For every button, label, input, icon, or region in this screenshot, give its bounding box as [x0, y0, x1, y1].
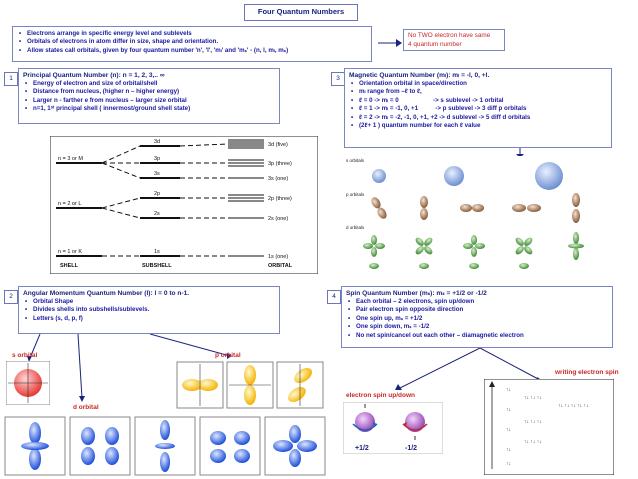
- spin-header: Spin Quantum Number (mₛ): mₛ = +1/2 or -…: [346, 290, 487, 297]
- p-orbital-images: [176, 361, 324, 409]
- magnetic-item: ℓ = 0 -> mₗ = 0 -> s sublevel -> 1 orbit…: [351, 97, 607, 106]
- page-title: Four Quantum Numbers: [244, 4, 358, 21]
- principal-item: Distance from nucleus, (higher n – highe…: [25, 88, 275, 97]
- arrow-right-icon: [378, 39, 402, 47]
- svg-text:↑↓: ↑↓: [506, 427, 511, 433]
- note-line: 4 quantum number: [408, 40, 462, 48]
- principal-item: Larger n - farther e from nucleus – larg…: [25, 97, 275, 106]
- orbital-3s: [535, 162, 563, 190]
- angular-header: Angular Momentum Quantum Number (l): l =…: [23, 290, 190, 297]
- subshell-label: 3p: [154, 156, 160, 162]
- magnetic-box: Magnetic Quantum Number (mₗ): mₗ = -l, 0…: [344, 68, 612, 148]
- section-number-2: 2: [4, 290, 18, 304]
- svg-text:↑↓: ↑↓: [506, 407, 511, 413]
- magnetic-item: (2ℓ+ 1 ) quantum number for each ℓ value: [351, 122, 607, 131]
- subshell-label: 2s: [154, 211, 160, 217]
- svg-text:↑↓: ↑↓: [506, 461, 511, 467]
- orbital-label: 1s (one): [268, 254, 288, 260]
- intro-item: Electrons arrange in specific energy lev…: [19, 30, 367, 39]
- spin-item: One spin down, mₛ = -1/2: [348, 323, 608, 332]
- p-orbital-set-1: [371, 197, 387, 219]
- section-number-1: 1: [4, 72, 18, 86]
- magnetic-item: ℓ = 2 -> mₗ = -2, -1, 0, +1, +2 -> d sub…: [351, 114, 607, 123]
- orbital-label: 3s (one): [268, 176, 288, 182]
- magnetic-item: mₗ range from –ℓ to ℓ,: [351, 88, 607, 97]
- energy-level-diagram: n = 3 or M n = 2 or L n = 1 or K SHELL 3…: [50, 136, 318, 274]
- shell-label: n = 1 or K: [58, 249, 82, 255]
- magnetic-item: ℓ = 1 -> mₗ = -1, 0, +1 -> p sublevel ->…: [351, 105, 607, 114]
- shell-label: n = 3 or M: [58, 156, 83, 162]
- subshell-label: 2p: [154, 191, 160, 197]
- note-line: No TWO electron have same: [408, 32, 491, 39]
- spin-item: One spin up, mₛ = +1/2: [348, 315, 608, 324]
- orbital-label: 2p (three): [268, 196, 292, 202]
- orbital-filling-diagram: ↑↓ ↑↓ ↑↓ ↑↓ ↑↓ ↑↓ ↑↓ ↑↓ ↑↓ ↑↓ ↑↓ ↑↓ ↑↓ ↑…: [484, 379, 614, 475]
- d-orbital-set: [363, 232, 584, 269]
- subshell-label: 3s: [154, 171, 160, 177]
- p-orbital-set-3: [512, 193, 580, 223]
- intro-item: Orbitals of electrons in atom differ in …: [19, 38, 367, 47]
- angular-box: Angular Momentum Quantum Number (l): l =…: [18, 286, 280, 334]
- d-orbital-images: [4, 416, 326, 476]
- svg-text:↑↓ ↑↓ ↑↓: ↑↓ ↑↓ ↑↓: [524, 439, 542, 445]
- orbital-row-label: d orbitals: [346, 225, 365, 230]
- principal-item: Energy of electron and size of orbital/s…: [25, 80, 275, 89]
- svg-text:↑↓ ↑↓ ↑↓: ↑↓ ↑↓ ↑↓: [524, 419, 542, 425]
- section-number-4: 4: [327, 290, 341, 304]
- subshell-label: 1s: [154, 249, 160, 255]
- shell-axis-label: SHELL: [60, 263, 79, 269]
- orbital-label: 3p (three): [268, 161, 292, 167]
- svg-text:↑↓ ↑↓ ↑↓ ↑↓ ↑↓: ↑↓ ↑↓ ↑↓ ↑↓ ↑↓: [558, 403, 589, 409]
- writing-spin-label: writing electron spin: [555, 369, 619, 376]
- intro-box: Electrons arrange in specific energy lev…: [12, 26, 372, 62]
- section-number-3: 3: [331, 72, 345, 86]
- angular-item: Divides shells into subshells/sublevels.: [25, 306, 275, 315]
- spin-box: Spin Quantum Number (mₛ): mₛ = +1/2 or -…: [341, 286, 613, 348]
- electron-spin-image: +1/2 -1/2: [343, 402, 443, 454]
- principal-header: Principal Quantum Number (n): n = 1, 2, …: [23, 72, 165, 79]
- spin-minus-half: -1/2: [405, 445, 417, 452]
- s-orbital-label: s orbital: [12, 352, 38, 359]
- orbital-row-label: p orbitals: [346, 192, 365, 197]
- p-orbital-set-2: [420, 196, 484, 220]
- s-orbital-image: [6, 361, 50, 405]
- orbital-label: 3d (five): [268, 142, 288, 148]
- orbital-axis-label: ORBITAL: [268, 263, 293, 269]
- d-orbital-label: d orbital: [73, 404, 99, 411]
- subshell-label: 3d: [154, 139, 160, 145]
- orbital-2s: [444, 166, 464, 186]
- orbital-1s: [372, 169, 386, 183]
- note-box: No TWO electron have same 4 quantum numb…: [403, 29, 505, 51]
- orbital-row-label: s orbitals: [346, 158, 365, 163]
- svg-text:↑↓ ↑↓ ↑↓: ↑↓ ↑↓ ↑↓: [524, 395, 542, 401]
- principal-item: n=1, 1ˢᵗ principal shell ( innermost/gro…: [25, 105, 275, 114]
- spin-item: Each orbital – 2 electrons, spin up/down: [348, 298, 608, 307]
- connector-arrows: [27, 334, 232, 402]
- orbital-label: 2s (one): [268, 216, 288, 222]
- subshell-axis-label: SUBSHELL: [142, 263, 172, 269]
- intro-item: Allow states call orbitals, given by fou…: [19, 47, 367, 56]
- orbital-shapes-chart: s orbitals p orbitals d orbitals: [344, 156, 612, 276]
- angular-item: Orbital Shape: [25, 298, 275, 307]
- svg-text:↑↓: ↑↓: [506, 387, 511, 393]
- shell-label: n = 2 or L: [58, 201, 81, 207]
- magnetic-item: Orientation orbital in space/direction: [351, 80, 607, 89]
- spin-plus-half: +1/2: [355, 445, 369, 452]
- principal-box: Principal Quantum Number (n): n = 1, 2, …: [18, 68, 280, 124]
- angular-item: Letters (s, d, p, f): [25, 315, 275, 324]
- spin-item: No net spin/cancel out each other – diam…: [348, 332, 608, 341]
- svg-text:↑↓: ↑↓: [506, 447, 511, 453]
- magnetic-header: Magnetic Quantum Number (mₗ): mₗ = -l, 0…: [349, 72, 490, 79]
- spin-item: Pair electron spin opposite direction: [348, 306, 608, 315]
- spin-updown-label: electron spin up/down: [346, 392, 415, 399]
- p-orbital-label: p orbital: [215, 352, 241, 359]
